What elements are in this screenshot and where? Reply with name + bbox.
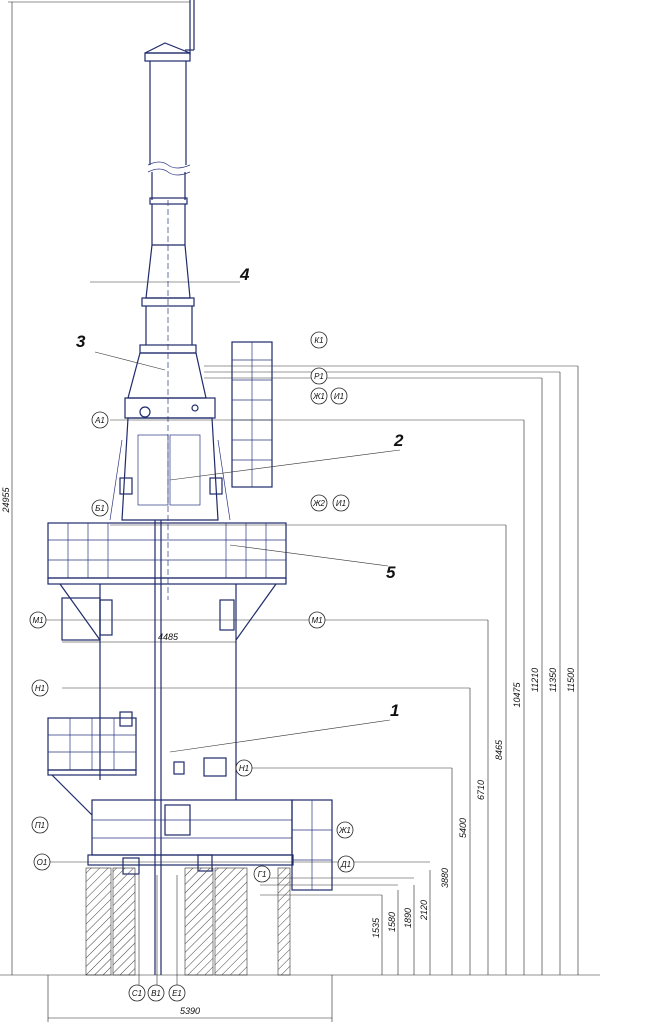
marker-m1-left: М1 — [29, 611, 47, 629]
main-platform — [47, 522, 287, 800]
marker-m1-right: М1 — [308, 611, 326, 629]
marker-c1: С1 — [128, 984, 146, 1002]
svg-text:М1: М1 — [32, 616, 43, 625]
marker-d1: Д1 — [337, 855, 355, 873]
marker-h1-right: Н1 — [235, 759, 253, 777]
svg-text:Н1: Н1 — [35, 684, 45, 693]
marker-b1: Б1 — [91, 499, 109, 517]
marker-p1: Р1 — [310, 367, 328, 385]
total-height-label: 24955 — [1, 486, 11, 513]
level-label: 11350 — [548, 668, 558, 692]
svg-text:Д1: Д1 — [340, 860, 351, 869]
svg-text:О1: О1 — [37, 858, 48, 867]
level-label: 8465 — [494, 739, 504, 760]
marker-i2: И1 — [332, 494, 350, 512]
level-label: 3880 — [440, 868, 450, 888]
svg-text:П1: П1 — [35, 821, 45, 830]
svg-text:Ж1: Ж1 — [312, 392, 325, 401]
level-label: 1535 — [371, 917, 381, 938]
svg-text:И1: И1 — [336, 499, 346, 508]
lower-left-platform — [47, 717, 137, 816]
foundation — [0, 867, 600, 976]
level-label: 6710 — [476, 780, 486, 800]
marker-k1: К1 — [310, 331, 328, 349]
level-label: 11210 — [530, 668, 540, 692]
svg-text:Р1: Р1 — [314, 372, 324, 381]
part-number-1: 1 — [390, 701, 399, 720]
svg-text:Ж2: Ж2 — [312, 499, 325, 508]
svg-text:Г1: Г1 — [258, 870, 267, 879]
svg-text:Ж1: Ж1 — [338, 826, 351, 835]
marker-e1: Е1 — [168, 984, 186, 1002]
marker-i1: И1 — [330, 387, 348, 405]
lower-equipment-platform — [87, 711, 333, 891]
marker-zh2: Ж2 — [310, 494, 328, 512]
svg-text:М1: М1 — [311, 616, 322, 625]
level-label: 5400 — [458, 818, 468, 838]
marker-g1: Г1 — [253, 865, 271, 883]
marker-p1-left: П1 — [31, 816, 49, 834]
level-label: 1890 — [403, 908, 413, 928]
level-label: 1580 — [387, 912, 397, 932]
part-number-4: 4 — [239, 265, 250, 284]
marker-zh1: Ж1 — [310, 387, 328, 405]
part-number-3: 3 — [76, 332, 86, 351]
dimension-lines — [8, 1, 579, 1022]
platform-width-label: 4485 — [158, 632, 179, 642]
svg-text:Н1: Н1 — [239, 764, 249, 773]
part-number-2: 2 — [393, 431, 404, 450]
level-label: 11500 — [566, 668, 576, 692]
part-number-5: 5 — [386, 563, 396, 582]
svg-text:И1: И1 — [334, 392, 344, 401]
filter-housing — [109, 397, 231, 975]
svg-text:В1: В1 — [151, 989, 161, 998]
svg-text:С1: С1 — [132, 989, 142, 998]
marker-a1: А1 — [91, 411, 109, 429]
svg-text:К1: К1 — [314, 336, 323, 345]
level-label: 2120 — [419, 900, 429, 921]
level-label: 10475 — [512, 681, 522, 707]
marker-zh1-right: Ж1 — [336, 821, 354, 839]
svg-text:А1: А1 — [94, 416, 105, 425]
marker-h1-left: Н1 — [31, 679, 49, 697]
marker-v1: В1 — [147, 984, 165, 1002]
svg-text:Б1: Б1 — [95, 504, 105, 513]
base-width-label: 5390 — [180, 1006, 200, 1016]
stack — [127, 0, 207, 600]
marker-o1: О1 — [33, 853, 51, 871]
svg-text:Е1: Е1 — [172, 989, 182, 998]
upper-ladder — [231, 341, 273, 488]
